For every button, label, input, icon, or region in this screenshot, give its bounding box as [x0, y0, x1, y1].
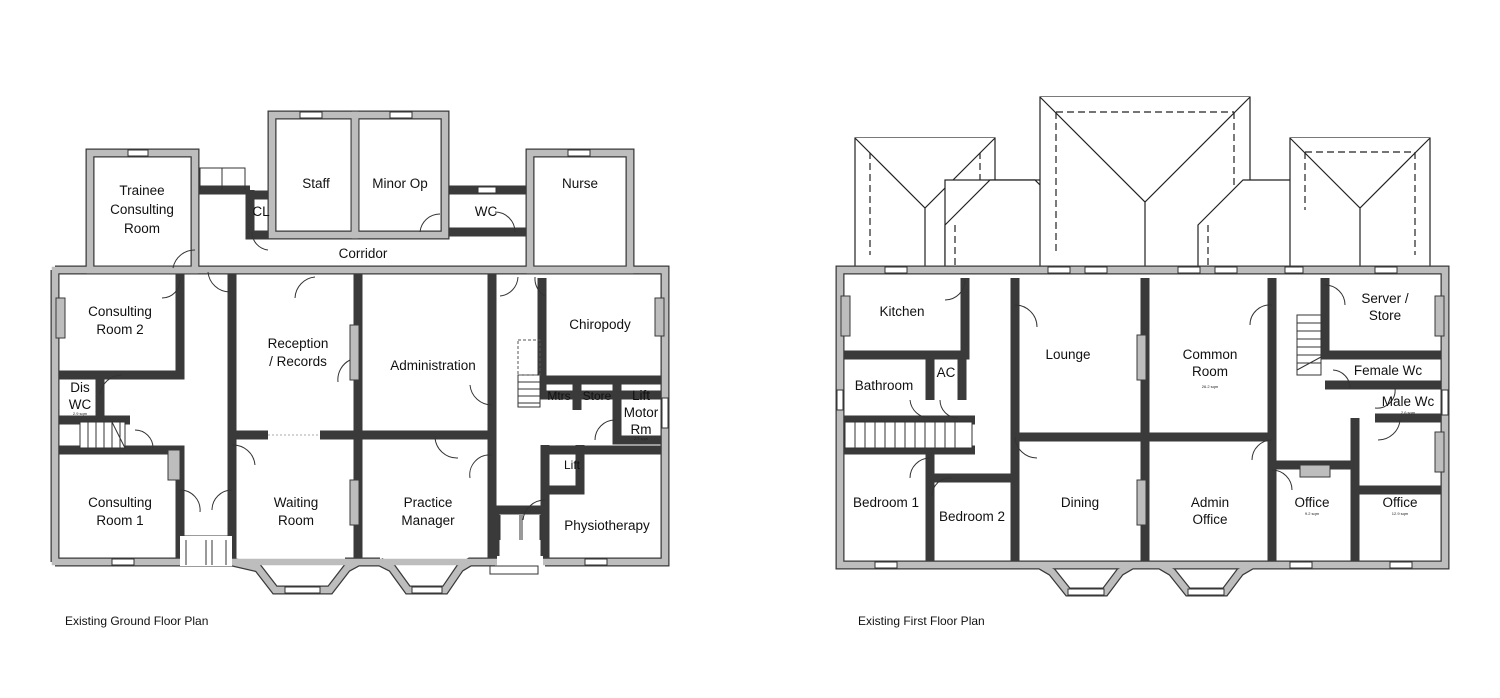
room-label-dining: Dining	[1061, 495, 1099, 510]
room-label-corridor: Corridor	[339, 246, 388, 261]
area-lift-motor: 2.7 sqm	[634, 436, 649, 441]
first-floor-doors	[909, 279, 1401, 497]
pier	[1434, 431, 1445, 473]
ground-floor-stairs	[79, 339, 541, 449]
room-label-lounge: Lounge	[1045, 347, 1090, 362]
room-label-bedroom-2: Bedroom 2	[939, 509, 1005, 524]
room-label-cl: CL	[252, 204, 270, 219]
room-label-ac: AC	[937, 365, 956, 380]
ground-floor-caption: Existing Ground Floor Plan	[65, 614, 208, 628]
room-label-office-1: Office	[1294, 495, 1329, 510]
room-label-nurse: Nurse	[562, 176, 598, 191]
room-label-chiropody: Chiropody	[569, 317, 631, 332]
area-office-1: 9.2 sqm	[1305, 511, 1320, 516]
area-dis-wc: 2.9 sqm	[73, 411, 88, 416]
room-label-reception: Reception/ Records	[268, 336, 329, 369]
pier	[1434, 295, 1445, 337]
room-label-male-wc: Male Wc	[1382, 394, 1435, 409]
first-floor-stairs	[844, 314, 1322, 449]
ground-floor-windows	[111, 111, 669, 594]
area-male-wc: 2.6 sqm	[1401, 410, 1416, 415]
room-label-store: Store	[583, 389, 612, 403]
pier	[167, 449, 181, 481]
room-label-mtrs: Mtrs	[547, 389, 570, 403]
first-floor-plan: Kitchen Bathroom AC Bedroom 1 Bedroom 2 …	[835, 96, 1450, 628]
room-label-bathroom: Bathroom	[855, 378, 914, 393]
pier	[55, 297, 66, 339]
room-label-staff: Staff	[302, 176, 330, 191]
first-floor-windows	[836, 266, 1449, 596]
room-label-bedroom-1: Bedroom 1	[853, 495, 919, 510]
first-floor-caption: Existing First Floor Plan	[858, 614, 985, 628]
area-office-2: 12.9 sqm	[1392, 511, 1409, 516]
room-label-wc: WC	[475, 204, 498, 219]
room-label-lift: Lift	[564, 458, 581, 472]
room-label-physiotherapy: Physiotherapy	[564, 518, 650, 533]
pier	[1299, 464, 1331, 478]
room-label-office-2: Office	[1382, 495, 1417, 510]
pier	[349, 324, 360, 381]
room-label-minor-op: Minor Op	[372, 176, 428, 191]
pier	[840, 295, 851, 337]
pier	[1136, 334, 1147, 381]
room-label-administration: Administration	[390, 358, 476, 373]
roof-plan	[854, 96, 1431, 271]
ground-floor-doors	[81, 167, 616, 565]
pier	[349, 479, 360, 526]
room-label-kitchen: Kitchen	[879, 304, 924, 319]
first-floor-labels: Kitchen Bathroom AC Bedroom 1 Bedroom 2 …	[853, 291, 1435, 527]
room-label-server-store: Server /Store	[1361, 291, 1409, 323]
pier	[654, 297, 665, 337]
area-common-room: 26.2 sqm	[1202, 384, 1219, 389]
room-label-female-wc: Female Wc	[1354, 363, 1423, 378]
pier	[1136, 479, 1147, 526]
